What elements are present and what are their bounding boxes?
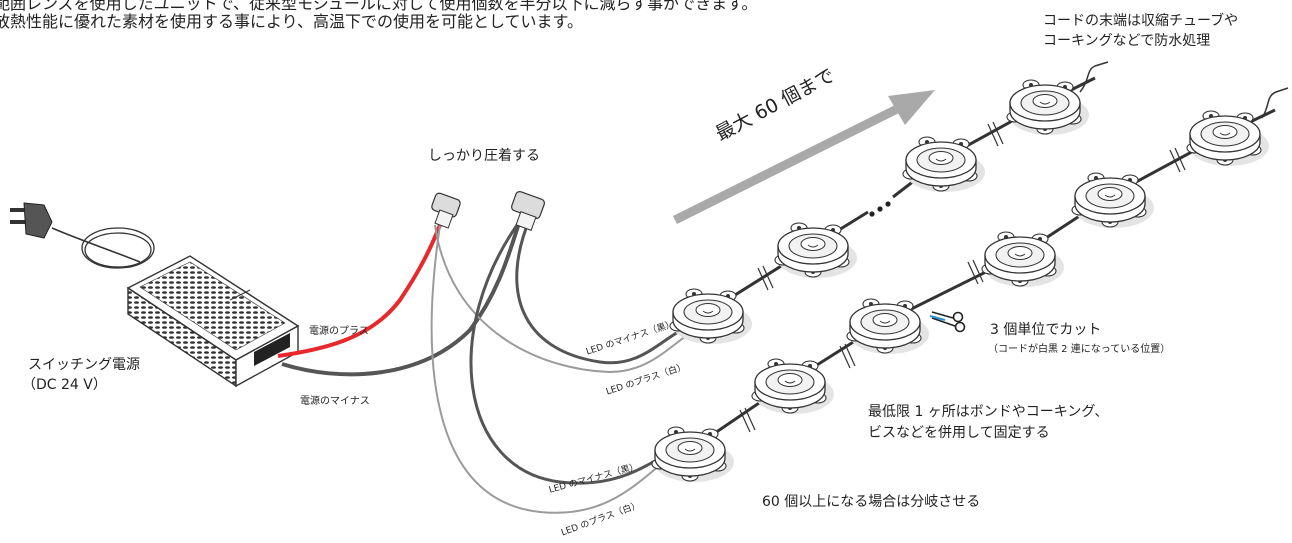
switching-power-supply	[126, 255, 300, 388]
cut-mark	[757, 121, 1004, 291]
direction-arrow-icon	[672, 90, 935, 225]
led-module-icon	[981, 231, 1064, 287]
led-module-icon	[1071, 172, 1154, 228]
power-minus-label: 電源のマイナス	[300, 396, 370, 407]
cord-end-note-2: コーキングなどで防水処理	[1043, 33, 1211, 49]
cut-unit-label: 3 個単位でカット	[990, 322, 1102, 338]
scissors-icon	[931, 311, 966, 333]
intro-line-2: 放熱性能に優れた素材を使用する事により、高温下での使用を可能としています。	[0, 12, 583, 31]
led-module-icon	[846, 298, 929, 354]
fixing-note-2: ビスなどを併用して固定する	[868, 425, 1050, 441]
led-plus-white-lower-wire	[430, 224, 661, 514]
red-power-wire	[277, 224, 442, 358]
power-supply-voltage: （DC 24 V）	[22, 377, 107, 393]
led-module-icon	[651, 426, 734, 482]
power-plus-label: 電源のプラス	[309, 326, 369, 337]
cut-mark	[739, 147, 1186, 433]
cord-end-note-1: コードの末端は収縮チューブや	[1043, 13, 1239, 29]
crimp-connector-icon	[431, 192, 461, 229]
dark-power-wire	[281, 219, 522, 377]
branch-note: 60 個以上になる場合は分岐させる	[762, 494, 981, 510]
power-supply-label: スイッチング電源	[28, 357, 140, 373]
lower-cable-tail	[1261, 87, 1289, 119]
led-modules	[651, 79, 1269, 482]
continuation-dots	[869, 201, 891, 217]
led-module-icon	[751, 358, 834, 414]
crimp-label: しっかり圧着する	[428, 148, 540, 164]
power-cord	[51, 227, 141, 263]
led-minus-black-upper-wire	[515, 217, 691, 365]
cord-coil	[81, 227, 155, 269]
fixing-note-1: 最低限 1 ヶ所はボンドやコーキング、	[868, 404, 1109, 420]
led-module-icon	[774, 222, 857, 278]
led-minus-black-lower-wire	[469, 217, 666, 485]
led-plus-white-upper-wire	[434, 224, 696, 374]
intro-line-1: 範囲レンズを使用したユニットで、従来型モジュールに対して使用個数を半分以下に減ら…	[0, 0, 758, 13]
power-plug-icon	[10, 202, 53, 239]
cut-position-note: （コードが白黒 2 連になっている位置）	[988, 344, 1171, 355]
led-module-icon	[669, 288, 752, 344]
crimp-connector-icon	[511, 190, 545, 231]
upper-cable-tail	[1079, 61, 1109, 93]
led-module-icon	[1186, 110, 1269, 166]
led-module-icon	[902, 136, 985, 192]
led-module-icon	[1006, 79, 1089, 135]
